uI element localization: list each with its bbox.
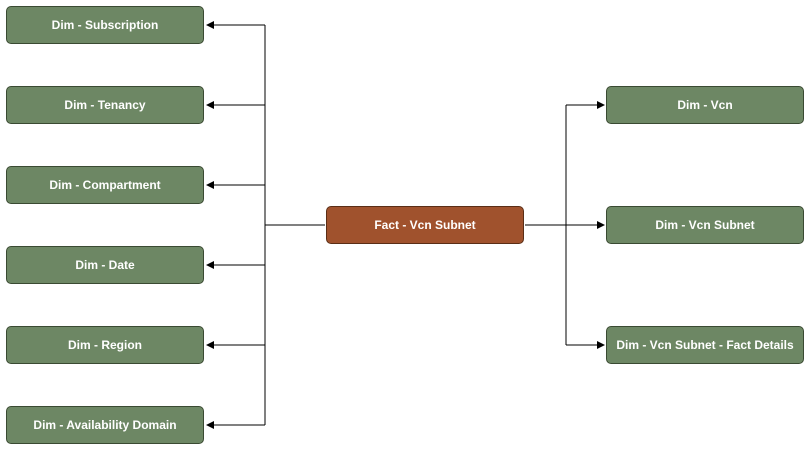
dim-date-node: Dim - Date [6,246,204,284]
right-connectors [525,101,605,349]
dim-vcn-subnet-node: Dim - Vcn Subnet [606,206,804,244]
fact-vcn-subnet-node: Fact - Vcn Subnet [326,206,524,244]
dim-region-node: Dim - Region [6,326,204,364]
left-connectors [206,21,325,429]
dim-compartment-node: Dim - Compartment [6,166,204,204]
dim-vcn-subnet-fact-details-node: Dim - Vcn Subnet - Fact Details [606,326,804,364]
dim-vcn-node: Dim - Vcn [606,86,804,124]
dim-availability-domain-node: Dim - Availability Domain [6,406,204,444]
dim-tenancy-node: Dim - Tenancy [6,86,204,124]
dim-subscription-node: Dim - Subscription [6,6,204,44]
